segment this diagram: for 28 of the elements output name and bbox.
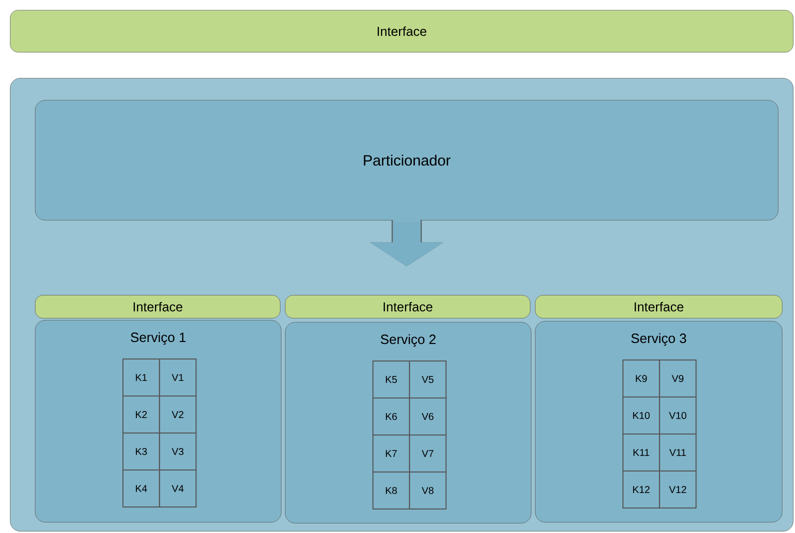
table-cell: K9 bbox=[622, 360, 660, 398]
interface-bar: Interface bbox=[535, 295, 782, 318]
table-cell: V3 bbox=[159, 432, 197, 470]
interface-bar: Interface bbox=[285, 295, 530, 318]
table-cell: V12 bbox=[659, 470, 697, 508]
table-cell: K3 bbox=[122, 432, 160, 470]
table-cell: K4 bbox=[122, 470, 160, 508]
table-cell: V8 bbox=[409, 472, 447, 510]
table-cell: K7 bbox=[372, 434, 410, 472]
table-cell: K5 bbox=[372, 360, 410, 398]
interface-bar: Interface bbox=[35, 295, 280, 318]
table-cell: V7 bbox=[409, 434, 447, 472]
interface-bar: Interface bbox=[10, 10, 794, 52]
table-cell: V6 bbox=[409, 398, 447, 436]
table-cell: V5 bbox=[409, 360, 447, 398]
table-cell: V11 bbox=[659, 434, 697, 472]
table-cell: V10 bbox=[659, 396, 697, 434]
table-cell: K1 bbox=[122, 358, 160, 396]
table-cell: K2 bbox=[122, 396, 160, 434]
table-cell: K6 bbox=[372, 398, 410, 436]
table-cell: V1 bbox=[159, 358, 197, 396]
table-cell: V4 bbox=[159, 470, 197, 508]
table-cell: K12 bbox=[622, 470, 660, 508]
table-cell: V2 bbox=[159, 396, 197, 434]
table-cell: K11 bbox=[622, 434, 660, 472]
table-cell: K8 bbox=[372, 472, 410, 510]
table-cell: K10 bbox=[622, 396, 660, 434]
table-cell: V9 bbox=[659, 360, 697, 398]
